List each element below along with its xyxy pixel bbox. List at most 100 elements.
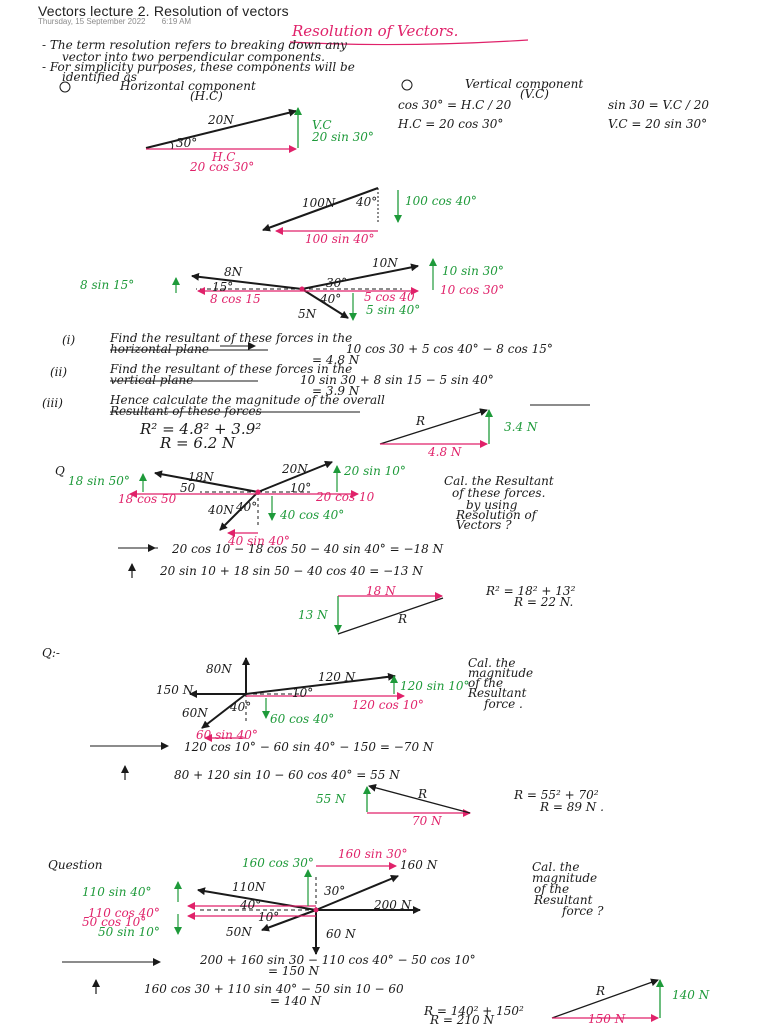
ex3-diagram bbox=[172, 258, 437, 321]
ex6-f50: 50N bbox=[226, 925, 252, 939]
notes-heading: Resolution of Vectors. bbox=[292, 22, 459, 40]
ex1-vc: V.C bbox=[312, 118, 332, 132]
ex5-c60c40: 60 cos 40° bbox=[270, 712, 335, 726]
ex1-hc: H.C bbox=[212, 150, 236, 164]
ex3-a15: 15° bbox=[212, 280, 234, 294]
ex6-c160c30: 160 cos 30° bbox=[242, 856, 314, 870]
ex5-c120s10: 120 sin 10° bbox=[400, 679, 470, 693]
ex3-a40: 40° bbox=[320, 292, 342, 306]
ex6-f160: 160 N bbox=[400, 858, 438, 872]
ex5-f120: 120 N bbox=[318, 670, 356, 684]
comp1-abbr: (H.C) bbox=[190, 89, 223, 103]
bullet2-line1: - For simplicity purposes, these compone… bbox=[42, 60, 355, 74]
ex4-f20: 20N bbox=[282, 462, 308, 476]
ex6-r-eq: R = 140² + 150² bbox=[424, 1004, 524, 1018]
ex4-task1: Cal. the Resultant bbox=[444, 474, 554, 488]
bullet2-line2: identified as bbox=[62, 70, 137, 84]
ex6-eq-v-res: = 140 N bbox=[270, 994, 322, 1008]
ex2-horiz: 100 sin 40° bbox=[305, 232, 375, 246]
ex6-eq-h: 200 + 160 sin 30 − 110 cos 40° − 50 cos … bbox=[200, 953, 476, 967]
comp2-abbr: (V.C) bbox=[520, 87, 549, 101]
ex6-task1: Cal. the bbox=[532, 860, 580, 874]
ex6-diagram bbox=[174, 862, 421, 955]
ex6-a40: 40° bbox=[240, 898, 262, 912]
ex3-q2-res: = 3.9 N bbox=[312, 384, 360, 398]
ex4-eq-v: 20 sin 10 + 18 sin 50 − 40 cos 40 = −13 … bbox=[160, 564, 423, 578]
ex6-tri-bottom: 150 N bbox=[588, 1012, 626, 1026]
ex3-triangle bbox=[379, 408, 493, 448]
hc-eq: H.C = 20 cos 30° bbox=[398, 117, 504, 131]
ex3-q1-res: = 4.8 N bbox=[312, 353, 360, 367]
ex5-a40: 40° bbox=[230, 700, 252, 714]
ex3-c5c40: 5 cos 40 bbox=[364, 290, 415, 304]
ex3-tri-r: R bbox=[416, 414, 426, 428]
ex3-f5: 5N bbox=[298, 307, 317, 321]
ex6-r-res: R = 210 N bbox=[430, 1013, 494, 1027]
comp2-label: Vertical component bbox=[465, 77, 584, 91]
ex3-r-res: R = 6.2 N bbox=[160, 434, 236, 452]
ex6-tri-side: 140 N bbox=[672, 988, 710, 1002]
ex4-triangle bbox=[334, 592, 444, 635]
ex4-tri-side: 13 N bbox=[298, 608, 328, 622]
ex5-r-eq: R = 55² + 70² bbox=[514, 788, 599, 802]
ex4-a40: 40° bbox=[236, 500, 258, 514]
ex4-q: Q bbox=[55, 464, 65, 478]
ex6-c110s40: 110 sin 40° bbox=[82, 885, 152, 899]
ex3-c8s15: 8 sin 15° bbox=[80, 278, 135, 292]
ex5-a10: 10° bbox=[292, 686, 314, 700]
ex6-f60: 60 N bbox=[326, 927, 356, 941]
ex5-eq-v: 80 + 120 sin 10 − 60 cos 40° = 55 N bbox=[174, 768, 400, 782]
ex2-vert: 100 cos 40° bbox=[405, 194, 477, 208]
ex2-force: 100N bbox=[302, 196, 336, 210]
ex3-r-eq: R² = 4.8² + 3.9² bbox=[140, 420, 262, 438]
ex1-force: 20N bbox=[208, 113, 234, 127]
ex6-tri-r: R bbox=[596, 984, 606, 998]
ex4-c18c50: 18 cos 50 bbox=[118, 492, 177, 506]
ex4-a50: 50 bbox=[180, 481, 196, 495]
ex3-a30: 30° bbox=[326, 276, 348, 290]
ex5-q: Q:- bbox=[42, 646, 60, 660]
ex3-c10c30: 10 cos 30° bbox=[440, 283, 505, 297]
ex3-q3-b: Resultant of these forces bbox=[110, 404, 262, 418]
heading-underline bbox=[289, 39, 529, 46]
ex1-hc-val: 20 cos 30° bbox=[190, 160, 255, 174]
ex6-task4: Resultant bbox=[534, 893, 593, 907]
ex6-c50s10: 50 sin 10° bbox=[98, 925, 160, 939]
ex4-task5: Vectors ? bbox=[456, 518, 512, 532]
ex5-f60: 60N bbox=[182, 706, 208, 720]
ex4-c18s50: 18 sin 50° bbox=[68, 474, 130, 488]
sin-eq: sin 30 = V.C / 20 bbox=[608, 98, 709, 112]
page-meta: Thursday, 15 September 2022 6:19 AM bbox=[38, 17, 205, 26]
ex6-c110c40: 110 cos 40° bbox=[88, 906, 160, 920]
ex6-f110: 110N bbox=[232, 880, 266, 894]
ex6-triangle bbox=[551, 978, 664, 1022]
ex4-c20c10: 20 cos 10 bbox=[316, 490, 375, 504]
ex3-q2-b: vertical plane bbox=[110, 373, 194, 387]
ex4-tri-r: R bbox=[398, 612, 408, 626]
ex1-angle: 30° bbox=[176, 136, 198, 150]
ex3-q2-num: (ii) bbox=[50, 365, 68, 379]
vc-eq: V.C = 20 sin 30° bbox=[608, 117, 708, 131]
ex6-f200: 200 N bbox=[374, 898, 412, 912]
circle-1 bbox=[59, 81, 71, 93]
ex4-diagram bbox=[129, 460, 359, 537]
ex5-task1: Cal. the bbox=[468, 656, 516, 670]
ex4-c40s40: 40 sin 40° bbox=[228, 534, 290, 548]
ex4-c40c40: 40 cos 40° bbox=[280, 508, 345, 522]
ex6-a30: 30° bbox=[324, 884, 346, 898]
ex3-c8c15: 8 cos 15 bbox=[210, 292, 261, 306]
ex5-c60s40: 60 sin 40° bbox=[196, 728, 258, 742]
ex6-task2: magnitude bbox=[532, 871, 598, 885]
ex2-diagram bbox=[262, 187, 402, 235]
ex4-task2: of these forces. bbox=[452, 486, 546, 500]
ex3-q1-num: (i) bbox=[62, 333, 76, 347]
ex3-c10s30: 10 sin 30° bbox=[442, 264, 504, 278]
ex5-task5: force . bbox=[484, 697, 523, 711]
ex5-diagram bbox=[189, 657, 405, 742]
ex4-r-eq: R² = 18² + 13² bbox=[486, 584, 576, 598]
ex5-c120c10: 120 cos 10° bbox=[352, 698, 424, 712]
ex6-task5: force ? bbox=[562, 904, 604, 918]
page-title: Vectors lecture 2. Resolution of vectors bbox=[38, 3, 289, 19]
ex3-q1-a: Find the resultant of these forces in th… bbox=[110, 331, 353, 345]
